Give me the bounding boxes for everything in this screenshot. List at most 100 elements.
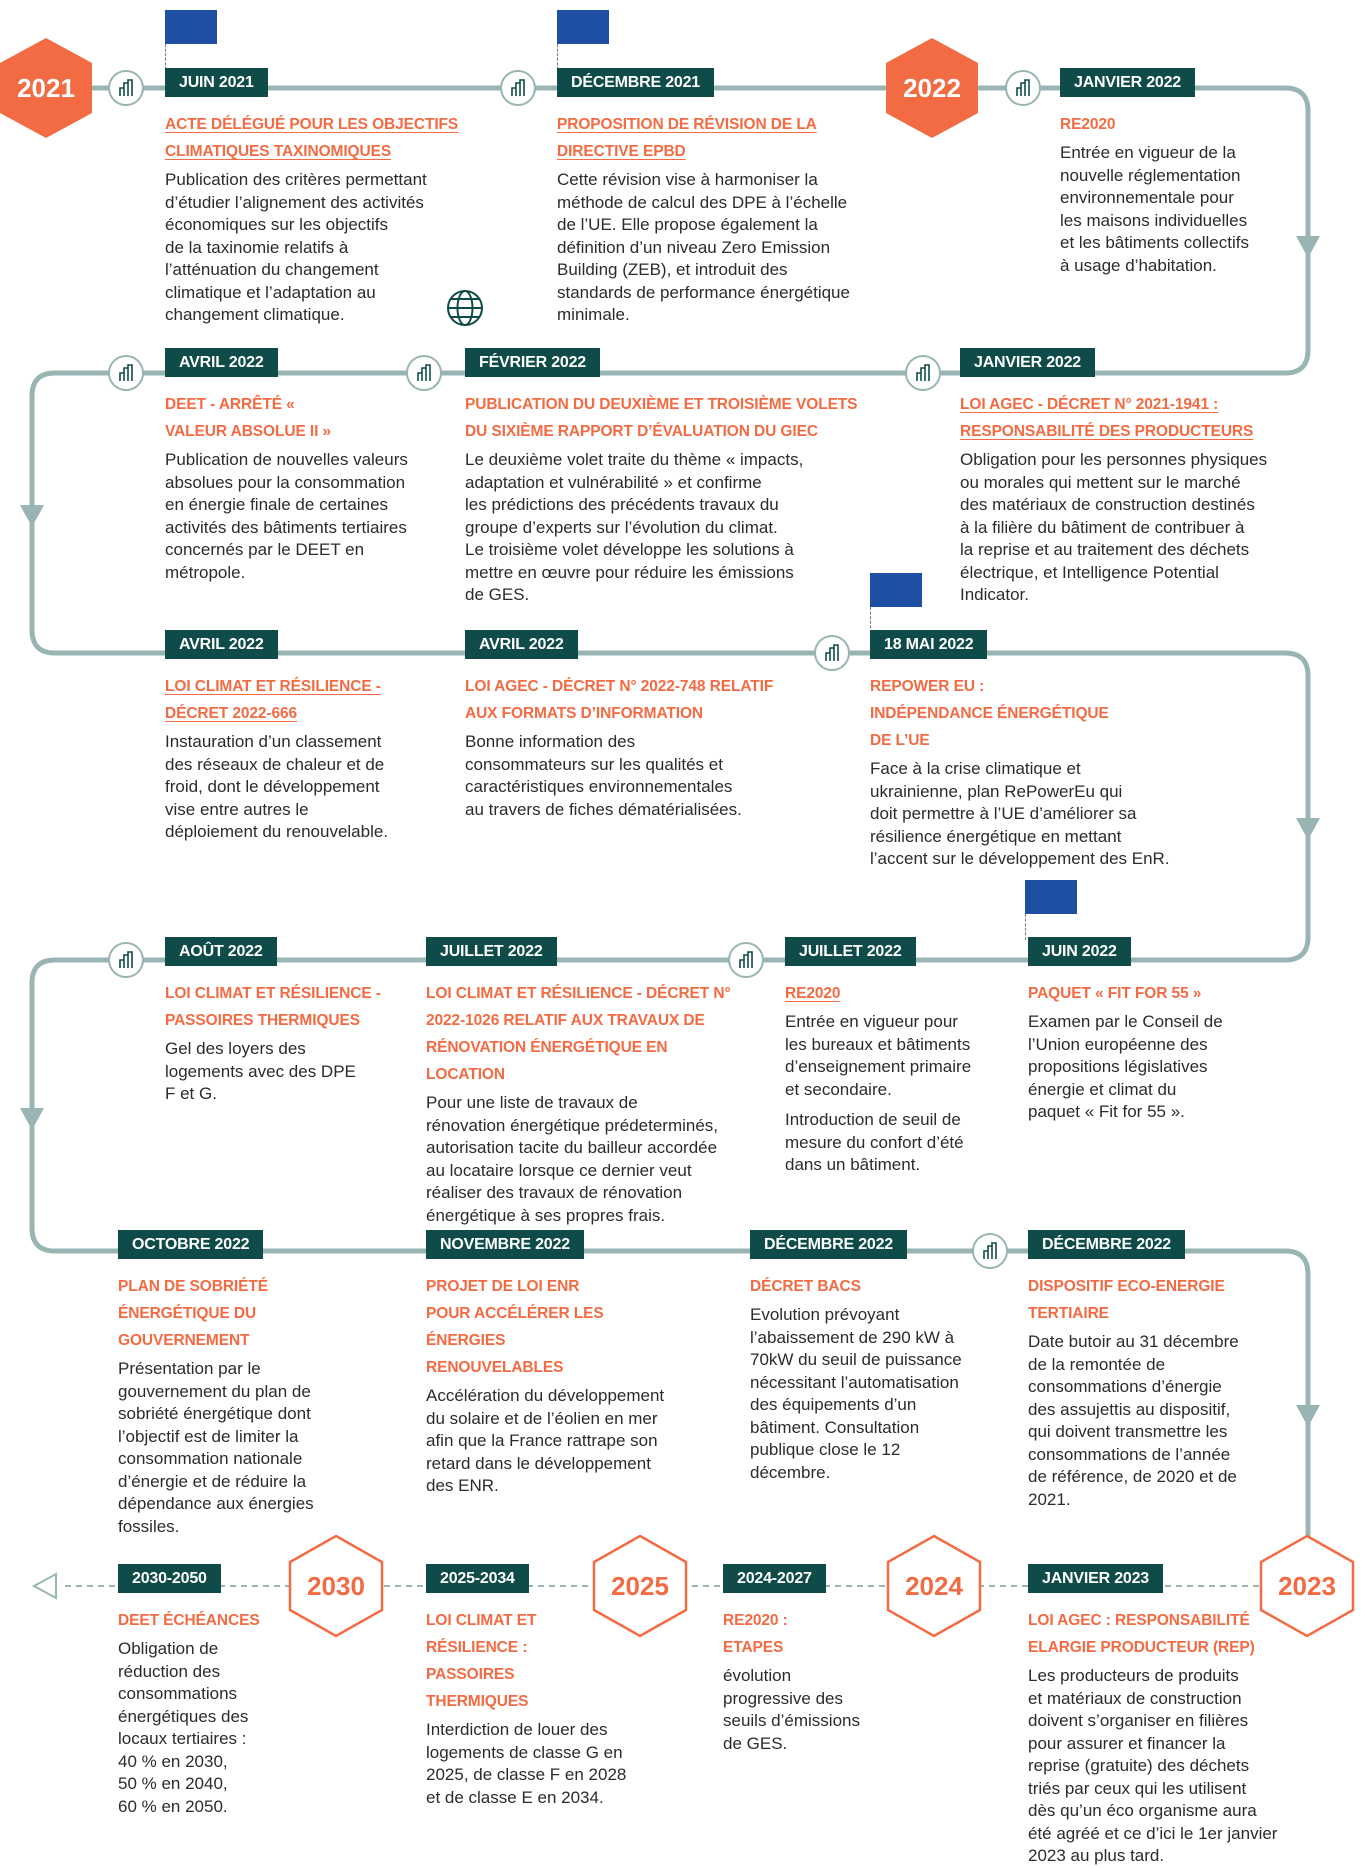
event-description: Obligation de réduction des consommation…	[118, 1639, 249, 1816]
event-card: 2030-2050 DEET ÉCHÉANCES Obligation de r…	[118, 1564, 278, 1818]
event-card: 2025-2034 LOI CLIMAT ET RÉSILIENCE : PAS…	[426, 1564, 666, 1809]
building-icon	[108, 70, 144, 106]
event-title: DISPOSITIF ECO-ENERGIE TERTIAIRE	[1028, 1278, 1225, 1322]
event-card: AVRIL 2022 DEET - ARRÊTÉ « VALEUR ABSOLU…	[165, 348, 435, 584]
event-date: AOÛT 2022	[165, 937, 277, 966]
event-description: Instauration d’un classement des réseaux…	[165, 732, 389, 841]
event-date: JANVIER 2022	[960, 348, 1095, 377]
event-card: JANVIER 2022 RE2020 Entrée en vigueur de…	[1060, 68, 1310, 277]
year-2030-label: 2030	[307, 1570, 365, 1601]
event-date: 2025-2034	[426, 1564, 529, 1593]
event-card: DÉCEMBRE 2021 PROPOSITION DE RÉVISION DE…	[557, 68, 887, 327]
down-arrow-icon	[1296, 236, 1320, 258]
event-title: PUBLICATION DU DEUXIÈME ET TROISIÈME VOL…	[465, 396, 858, 440]
event-card: JUIN 2022 PAQUET « FIT FOR 55 » Examen p…	[1028, 937, 1268, 1124]
building-icon	[500, 70, 536, 106]
event-title: RE2020 : ETAPES	[723, 1612, 788, 1656]
year-2023-label: 2023	[1278, 1570, 1336, 1601]
event-card: DÉCEMBRE 2022 DISPOSITIF ECO-ENERGIE TER…	[1028, 1230, 1298, 1511]
building-icon	[814, 635, 850, 671]
event-title: LOI CLIMAT ET RÉSILIENCE - DÉCRET 2022-6…	[165, 678, 381, 722]
event-description: Face à la crise climatique et ukrainienn…	[870, 759, 1170, 868]
event-date: FÉVRIER 2022	[465, 348, 600, 377]
event-card: AVRIL 2022 LOI AGEC - DÉCRET N° 2022-748…	[465, 630, 795, 821]
event-date: JANVIER 2023	[1028, 1564, 1163, 1593]
event-card: JANVIER 2023 LOI AGEC : RESPONSABILITÉ E…	[1028, 1564, 1318, 1868]
flag-pole	[165, 44, 166, 70]
event-title: DEET ÉCHÉANCES	[118, 1612, 260, 1629]
event-card: JUILLET 2022 RE2020 Entrée en vigueur po…	[785, 937, 1005, 1177]
event-description: Présentation par le gouvernement du plan…	[118, 1359, 314, 1536]
event-title: LOI CLIMAT ET RÉSILIENCE - PASSOIRES THE…	[165, 985, 381, 1029]
year-hex-outline	[592, 1534, 688, 1638]
eu-flag-icon	[870, 573, 922, 607]
event-date: 2030-2050	[118, 1564, 221, 1593]
event-description: Interdiction de louer des logements de c…	[426, 1720, 627, 1807]
event-date: DÉCEMBRE 2022	[1028, 1230, 1186, 1259]
down-arrow-icon	[1296, 818, 1320, 840]
year-hex-outline	[886, 1534, 982, 1638]
event-title: PLAN DE SOBRIÉTÉ ÉNERGÉTIQUE DU GOUVERNE…	[118, 1278, 268, 1349]
building-icon	[1005, 70, 1041, 106]
building-icon	[972, 1233, 1008, 1269]
event-description: Les producteurs de produits et matériaux…	[1028, 1666, 1278, 1865]
event-date: OCTOBRE 2022	[118, 1230, 264, 1259]
event-date: AVRIL 2022	[165, 348, 278, 377]
event-card: AVRIL 2022 LOI CLIMAT ET RÉSILIENCE - DÉ…	[165, 630, 425, 844]
event-description: Date butoir au 31 décembre de la remonté…	[1028, 1332, 1239, 1509]
event-title: PROPOSITION DE RÉVISION DE LA DIRECTIVE …	[557, 116, 817, 160]
event-card: JUILLET 2022 LOI CLIMAT ET RÉSILIENCE - …	[426, 937, 756, 1227]
event-title: DÉCRET BACS	[750, 1278, 861, 1295]
event-date: JUIN 2022	[1028, 937, 1131, 966]
event-title: LOI CLIMAT ET RÉSILIENCE - DÉCRET N° 202…	[426, 985, 731, 1083]
flag-pole	[1025, 914, 1026, 940]
event-description: Bonne information des consommateurs sur …	[465, 732, 742, 819]
event-date: 18 MAI 2022	[870, 630, 988, 659]
building-icon	[406, 355, 442, 391]
flag-pole	[870, 607, 871, 633]
event-description: Entrée en vigueur pour les bureaux et bâ…	[785, 1012, 972, 1099]
event-title: DEET - ARRÊTÉ « VALEUR ABSOLUE II »	[165, 396, 332, 440]
event-description-2: Introduction de seuil de mesure du confo…	[785, 1110, 964, 1174]
eu-flag-icon	[557, 10, 609, 44]
event-title: RE2020	[1060, 116, 1116, 133]
left-arrow-icon	[31, 1572, 57, 1600]
down-arrow-icon	[20, 505, 44, 527]
event-title: PROJET DE LOI ENR POUR ACCÉLÉRER LES ÉNE…	[426, 1278, 604, 1376]
event-card: FÉVRIER 2022 PUBLICATION DU DEUXIÈME ET …	[465, 348, 865, 607]
event-description: Examen par le Conseil de l’Union europée…	[1028, 1012, 1223, 1121]
event-description: Gel des loyers des logements avec des DP…	[165, 1039, 356, 1103]
event-card: NOVEMBRE 2022 PROJET DE LOI ENR POUR ACC…	[426, 1230, 706, 1498]
event-date: JANVIER 2022	[1060, 68, 1195, 97]
event-date: AVRIL 2022	[165, 630, 278, 659]
building-icon	[108, 942, 144, 978]
event-date: DÉCEMBRE 2021	[557, 68, 715, 97]
event-date: AVRIL 2022	[465, 630, 578, 659]
event-description: Cette révision vise à harmoniser la méth…	[557, 170, 850, 324]
event-date: DÉCEMBRE 2022	[750, 1230, 908, 1259]
event-title: LOI AGEC - DÉCRET N° 2021-1941 : RESPONS…	[960, 396, 1254, 440]
event-date: JUILLET 2022	[426, 937, 557, 966]
building-icon	[728, 942, 764, 978]
event-description: Pour une liste de travaux de rénovation …	[426, 1093, 719, 1225]
eu-flag-icon	[1025, 880, 1077, 914]
down-arrow-icon	[1296, 1405, 1320, 1427]
event-title: LOI CLIMAT ET RÉSILIENCE : PASSOIRES THE…	[426, 1612, 537, 1710]
event-title: LOI AGEC : RESPONSABILITÉ ELARGIE PRODUC…	[1028, 1612, 1255, 1656]
event-description: Le deuxième volet traite du thème « impa…	[465, 450, 804, 604]
event-card: JUIN 2021 ACTE DÉLÉGUÉ POUR LES OBJECTIF…	[165, 68, 465, 327]
event-title: PAQUET « FIT FOR 55 »	[1028, 985, 1202, 1002]
event-card: OCTOBRE 2022 PLAN DE SOBRIÉTÉ ÉNERGÉTIQU…	[118, 1230, 388, 1538]
flag-pole	[557, 44, 558, 70]
event-date: NOVEMBRE 2022	[426, 1230, 584, 1259]
event-description: Accélération du développement du solaire…	[426, 1386, 665, 1495]
eu-flag-icon	[165, 10, 217, 44]
building-icon	[108, 355, 144, 391]
event-description: Publication des critères permettant d’ét…	[165, 170, 427, 324]
event-description: Obligation pour les personnes physiques …	[960, 450, 1268, 604]
event-description: Publication de nouvelles valeurs absolue…	[165, 450, 408, 582]
event-card: 18 MAI 2022 REPOWER EU : INDÉPENDANCE ÉN…	[870, 630, 1210, 871]
down-arrow-icon	[20, 1108, 44, 1130]
event-description: Entrée en vigueur de la nouvelle régleme…	[1060, 143, 1249, 275]
event-card: 2024-2027 RE2020 : ETAPES évolution prog…	[723, 1564, 893, 1755]
